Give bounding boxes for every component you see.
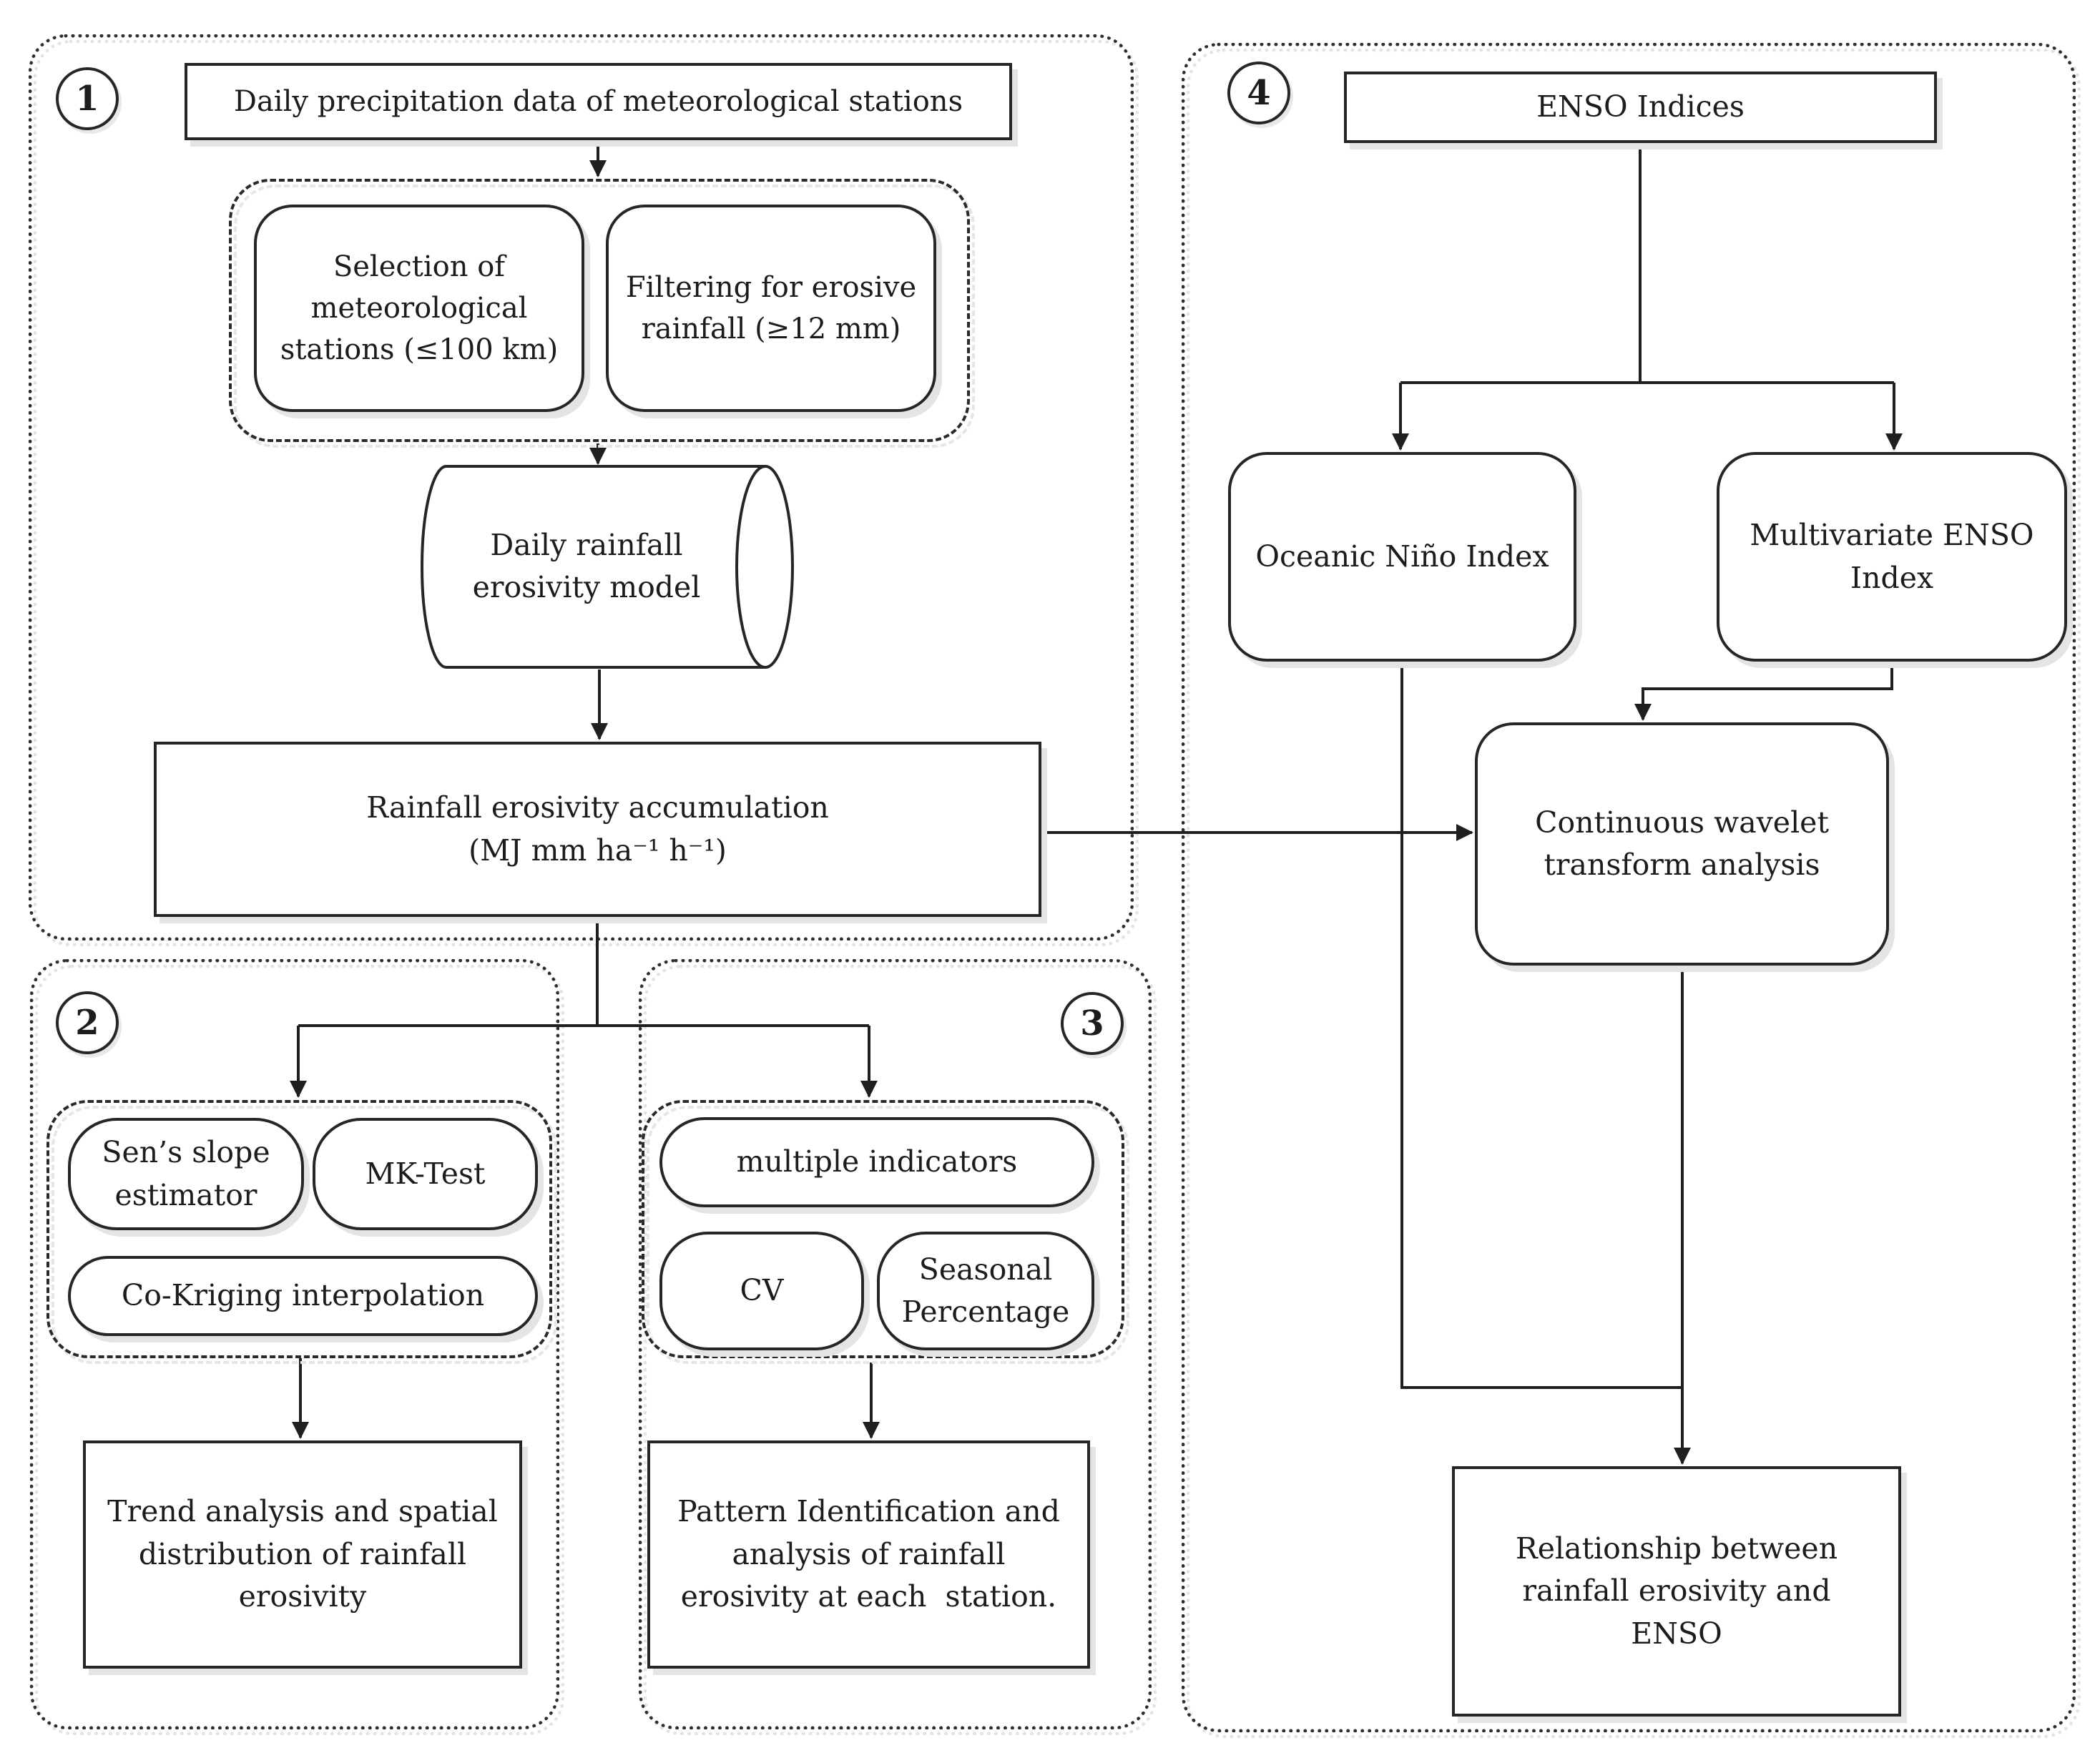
enso-indices: ENSO Indices — [1344, 72, 1937, 143]
panel-2-trend-analysis — [30, 959, 559, 1729]
rainfall-erosivity-accumulation: Rainfall erosivity accumulation (MJ mm h… — [154, 742, 1041, 917]
panel-4-enso-analysis — [1182, 43, 2076, 1732]
step-1-badge: 1 — [56, 67, 119, 130]
station-selection-group — [229, 179, 970, 442]
mk-test-box: MK-Test — [313, 1118, 538, 1230]
co-kriging-interpolation-box: Co-Kriging interpolation — [68, 1256, 538, 1336]
daily-precipitation-data: Daily precipitation data of meteorologic… — [185, 63, 1012, 140]
step-4-number: 4 — [1247, 73, 1271, 113]
multivariate-enso-index: Multivariate ENSO Index — [1717, 452, 2067, 662]
station-selection-box: Selection of meteorological stations (≤1… — [254, 205, 584, 412]
pattern-identification-box: Pattern Identification and analysis of r… — [647, 1440, 1090, 1669]
step-2-badge: 2 — [56, 991, 119, 1054]
daily-rainfall-erosivity-model-label: Daily rainfall erosivity model — [472, 527, 701, 604]
trend-methods-group — [46, 1100, 552, 1358]
oceanic-nino-index: Oceanic Niño Index — [1228, 452, 1576, 662]
panel-3-pattern-analysis — [639, 959, 1152, 1729]
erosive-rainfall-filter-box: Filtering for erosive rainfall (≥12 mm) — [606, 205, 936, 412]
step-2-number: 2 — [75, 1003, 99, 1043]
step-4-badge: 4 — [1227, 62, 1290, 124]
step-3-number: 3 — [1080, 1003, 1104, 1044]
step-3-badge: 3 — [1061, 992, 1124, 1055]
trend-analysis-box: Trend analysis and spatial distribution … — [83, 1440, 522, 1669]
step-1-number: 1 — [75, 79, 99, 119]
continuous-wavelet-transform: Continuous wavelet transform analysis — [1475, 722, 1889, 966]
multiple-indicators-box: multiple indicators — [659, 1117, 1094, 1207]
sens-slope-estimator-box: Sen’s slope estimator — [68, 1118, 304, 1230]
relationship-erosivity-enso: Relationship between rainfall erosivity … — [1452, 1466, 1901, 1717]
indicator-methods-group — [642, 1100, 1124, 1358]
seasonal-percentage-box: Seasonal Percentage — [877, 1232, 1094, 1350]
cv-box: CV — [659, 1232, 864, 1350]
